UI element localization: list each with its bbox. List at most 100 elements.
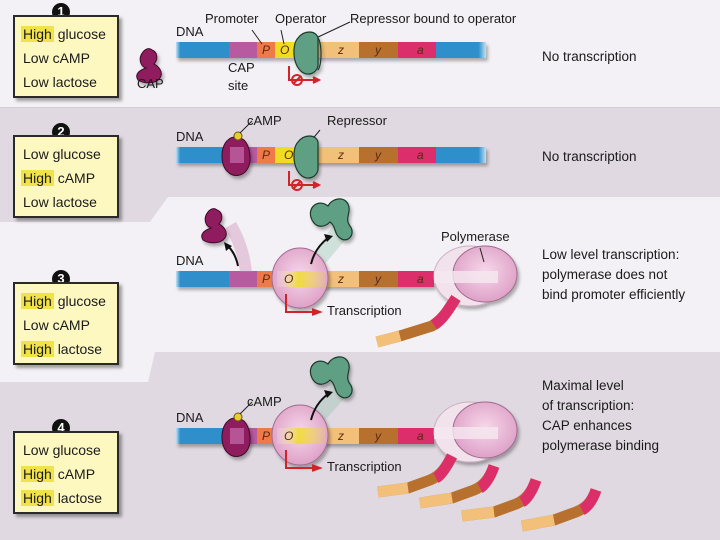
repressor-protein — [293, 31, 322, 75]
segment-y: y — [374, 43, 382, 57]
segment-z: z — [337, 43, 344, 57]
outcome-line: polymerase binding — [542, 438, 660, 453]
condition-item: cAMP — [57, 466, 96, 482]
condition-level: Low — [23, 317, 49, 333]
dna-label: DNA — [176, 410, 204, 425]
panel-1-dna-strand — [176, 42, 486, 58]
dna-label: DNA — [176, 253, 204, 268]
outcome-line: polymerase does not — [542, 267, 668, 282]
panel-4-outcome: Maximal level of transcription: CAP enha… — [542, 376, 659, 456]
condition-level: High — [21, 293, 54, 309]
condition-level: Low — [23, 146, 49, 162]
outcome-line: Low level transcription: — [542, 247, 680, 262]
promoter-label: Promoter — [205, 11, 259, 26]
outcome-line: Maximal level — [542, 378, 624, 393]
repressor-label: Repressor — [327, 113, 387, 128]
released-cap-protein — [201, 208, 227, 244]
camp-molecule — [233, 131, 243, 141]
panel-2-background — [0, 108, 720, 222]
condition-level: High — [21, 490, 54, 506]
segment-z: z — [337, 272, 344, 286]
transcription-label: Transcription — [327, 459, 402, 474]
camp-label: cAMP — [247, 394, 282, 409]
panel-3-conditions-box: High glucose Low cAMP High lactose — [13, 282, 119, 365]
condition-glucose: High glucose — [21, 289, 117, 313]
segment-p: P — [262, 272, 270, 286]
cap-camp-complex — [221, 417, 251, 457]
segment-a: a — [417, 429, 424, 443]
dna-label: DNA — [176, 129, 204, 144]
camp-molecule — [233, 412, 243, 422]
repressor-bound-label: Repressor bound to operator — [350, 11, 517, 26]
segment-o: O — [284, 272, 293, 286]
condition-level: High — [21, 466, 54, 482]
condition-item: cAMP — [57, 170, 96, 186]
condition-item: cAMP — [52, 317, 90, 333]
condition-item: lactose — [57, 490, 103, 506]
condition-level: High — [21, 341, 54, 357]
outcome-line: of transcription: — [542, 398, 635, 413]
transcription-arrow — [285, 450, 323, 472]
camp-label: cAMP — [247, 113, 282, 128]
transcription-label: Transcription — [327, 303, 402, 318]
condition-level: High — [21, 170, 54, 186]
polymerase-label: Polymerase — [441, 229, 510, 244]
cap-camp-complex — [221, 136, 251, 176]
segment-p: P — [262, 43, 270, 57]
panel-4-background — [0, 352, 720, 540]
segment-p: P — [262, 148, 270, 162]
condition-glucose: High glucose — [21, 22, 117, 46]
segment-y: y — [374, 148, 382, 162]
segment-a: a — [417, 272, 424, 286]
condition-item: lactose — [52, 74, 97, 90]
condition-item: glucose — [57, 293, 106, 309]
polymerase-complex — [433, 245, 518, 307]
condition-lactose: Low lactose — [23, 70, 117, 94]
condition-item: glucose — [52, 442, 101, 458]
outcome-line: CAP enhances — [542, 418, 632, 433]
condition-level: Low — [23, 194, 49, 210]
condition-level: High — [21, 26, 54, 42]
transcription-arrow — [285, 294, 323, 316]
repressor-protein — [293, 135, 319, 179]
panel-2-outcome: No transcription — [542, 149, 637, 164]
panel-2-conditions-box: Low glucose High cAMP Low lactose — [13, 135, 119, 218]
cap-site-label-line2: site — [228, 78, 249, 93]
dna-label: DNA — [176, 24, 204, 39]
panel-3-background — [0, 197, 720, 380]
segment-a: a — [417, 148, 424, 162]
condition-lactose: High lactose — [21, 337, 117, 361]
condition-camp: Low cAMP — [23, 313, 117, 337]
segment-p: P — [262, 429, 270, 443]
condition-level: Low — [23, 442, 49, 458]
condition-level: Low — [23, 74, 49, 90]
condition-lactose: High lactose — [21, 486, 117, 510]
panel-4-conditions-box: Low glucose High cAMP High lactose — [13, 431, 119, 514]
cap-protein — [136, 48, 162, 84]
panel-1-conditions-box: High glucose Low cAMP Low lactose — [13, 15, 119, 98]
released-repressor-protein — [309, 356, 353, 399]
panel-1-outcome: No transcription — [542, 49, 637, 64]
condition-camp: High cAMP — [21, 166, 117, 190]
panel-3-outcome: Low level transcription: polymerase does… — [542, 245, 685, 305]
segment-y: y — [374, 272, 382, 286]
condition-camp: Low cAMP — [23, 46, 117, 70]
segment-o: O — [284, 148, 293, 162]
condition-item: lactose — [57, 341, 103, 357]
polymerase-complex — [433, 401, 518, 463]
condition-glucose: Low glucose — [23, 438, 117, 462]
outcome-line: bind promoter efficiently — [542, 287, 686, 302]
condition-item: cAMP — [52, 50, 90, 66]
operator-label: Operator — [275, 11, 327, 26]
segment-o: O — [284, 429, 293, 443]
cap-label: CAP — [137, 76, 164, 91]
segment-a: a — [417, 43, 424, 57]
condition-item: lactose — [52, 194, 97, 210]
panel-2-dna-strand — [176, 147, 486, 163]
condition-item: glucose — [52, 146, 101, 162]
condition-lactose: Low lactose — [23, 190, 117, 214]
mrna-transcripts — [377, 453, 602, 532]
segment-o: O — [280, 43, 289, 57]
